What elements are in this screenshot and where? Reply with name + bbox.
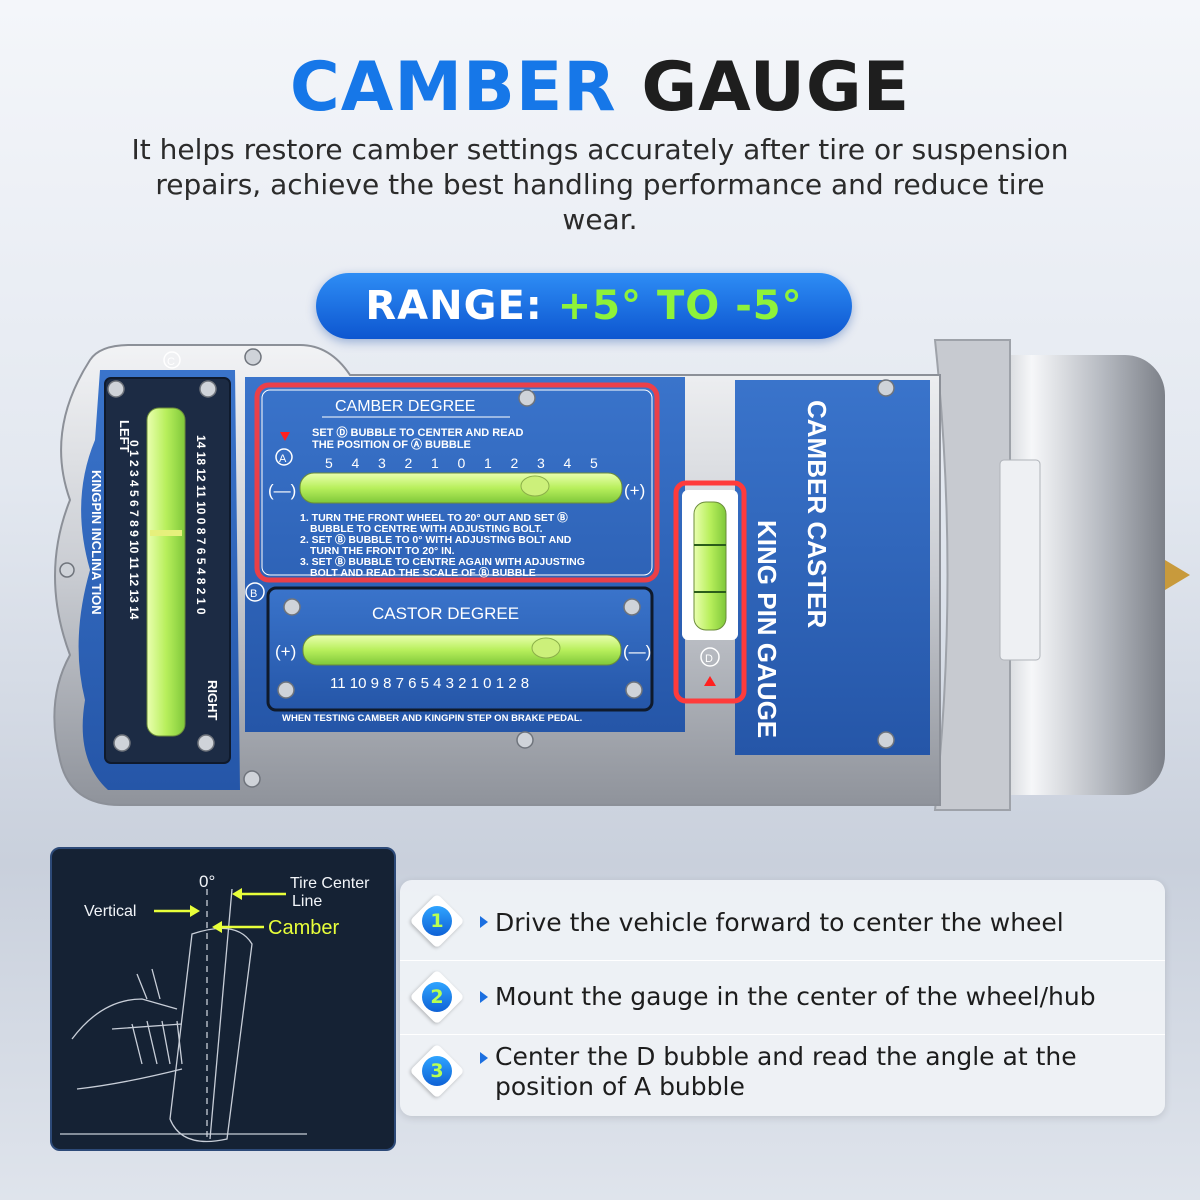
castor-bubble bbox=[531, 637, 561, 659]
camber-instr-1: SET Ⓓ BUBBLE TO CENTER AND READ bbox=[312, 425, 524, 439]
castor-minus: (+) bbox=[275, 642, 296, 661]
camber-step-3b: BOLT AND READ THE SCALE OF Ⓑ BUBBLE bbox=[310, 566, 536, 579]
step-number-badge: 2 bbox=[409, 969, 465, 1025]
kingpin-scale-right: 14 18 12 11 10 0 8 7 6 5 4 8 2 1 0 bbox=[194, 435, 208, 615]
right-label: RIGHT bbox=[205, 680, 220, 721]
steps-list: 1 Drive the vehicle forward to center th… bbox=[400, 880, 1165, 1116]
camber-label: Camber bbox=[268, 917, 339, 939]
camber-step-2a: 2. SET Ⓑ BUBBLE TO 0° WITH ADJUSTING BOL… bbox=[300, 533, 572, 546]
camber-scale: 5 4 3 2 1 0 1 2 3 4 5 bbox=[325, 455, 598, 471]
step-1: 1 Drive the vehicle forward to center th… bbox=[400, 880, 1165, 958]
arrow-icon bbox=[480, 916, 488, 928]
arrow-icon bbox=[480, 1052, 488, 1064]
kingpin-label: KINGPIN INCLINA TION bbox=[89, 470, 104, 615]
step-number-badge: 1 bbox=[409, 893, 465, 949]
step-text: Mount the gauge in the center of the whe… bbox=[495, 982, 1096, 1011]
camber-bubble bbox=[520, 475, 550, 497]
badge-a: A bbox=[279, 453, 287, 465]
side-text-2: KING PIN GAUGE bbox=[752, 520, 782, 738]
tire-center-label-2: Line bbox=[292, 893, 322, 910]
vertical-label: Vertical bbox=[84, 903, 136, 920]
camber-title: CAMBER DEGREE bbox=[335, 398, 475, 415]
cup-rim bbox=[933, 339, 1011, 811]
camber-vial bbox=[299, 472, 623, 504]
d-vial bbox=[693, 501, 727, 631]
step-3: 3 Center the D bubble and read the angle… bbox=[400, 1036, 1165, 1116]
camber-scale-tick: 1 bbox=[431, 455, 439, 471]
kingpin-vial bbox=[146, 407, 186, 737]
castor-plus: (—) bbox=[623, 642, 651, 661]
range-value: +5° TO -5° bbox=[557, 283, 803, 329]
camber-scale-tick: 2 bbox=[511, 455, 519, 471]
camber-scale-tick: 1 bbox=[484, 455, 492, 471]
camber-scale-tick: 5 bbox=[325, 455, 333, 471]
tire-center-label-1: Tire Center bbox=[290, 875, 370, 892]
camber-step-3a: 3. SET Ⓑ BUBBLE TO CENTRE AGAIN WITH ADJ… bbox=[300, 555, 585, 568]
cup-face bbox=[999, 459, 1041, 661]
step-text: Drive the vehicle forward to center the … bbox=[495, 908, 1064, 937]
castor-title: CASTOR DEGREE bbox=[372, 604, 519, 623]
title-accent: CAMBER bbox=[289, 48, 617, 127]
camber-scale-tick: 3 bbox=[537, 455, 545, 471]
screws bbox=[59, 348, 895, 788]
zero-label: 0° bbox=[199, 872, 215, 891]
bottom-note: WHEN TESTING CAMBER AND KINGPIN STEP ON … bbox=[282, 713, 582, 724]
camber-scale-tick: 3 bbox=[378, 455, 386, 471]
kingpin-scale-left: 0 1 2 3 4 5 6 7 8 9 10 11 12 13 14 bbox=[127, 440, 141, 620]
tire-outline bbox=[169, 927, 253, 1143]
camber-step-1a: 1. TURN THE FRONT WHEEL TO 20° OUT AND S… bbox=[300, 511, 568, 524]
camber-scale-tick: 5 bbox=[590, 455, 598, 471]
camber-scale-tick: 4 bbox=[352, 455, 360, 471]
camber-step-1b: BUBBLE TO CENTRE WITH ADJUSTING BOLT. bbox=[310, 523, 543, 535]
camber-minus: (—) bbox=[268, 481, 296, 500]
range-label: RANGE: bbox=[365, 283, 543, 329]
badge-c: C bbox=[167, 356, 175, 368]
step-2: 2 Mount the gauge in the center of the w… bbox=[400, 962, 1165, 1032]
arrow-icon bbox=[480, 991, 488, 1003]
subtitle: It helps restore camber settings accurat… bbox=[131, 133, 1069, 236]
camber-plus: (+) bbox=[624, 481, 645, 500]
title-rest: GAUGE bbox=[641, 48, 911, 127]
page-title: CAMBER GAUGE bbox=[0, 48, 1200, 127]
camber-highlight bbox=[254, 382, 660, 583]
camber-step-2b: TURN THE FRONT TO 20° IN. bbox=[310, 545, 455, 557]
castor-vial bbox=[302, 634, 622, 666]
suspension bbox=[71, 968, 183, 1090]
pin-tip bbox=[1165, 560, 1190, 590]
step-number-badge: 3 bbox=[409, 1043, 465, 1099]
left-label: LEFT bbox=[117, 420, 132, 453]
camber-scale-tick: 2 bbox=[405, 455, 413, 471]
right-plate bbox=[735, 380, 930, 755]
kingpin-bubble bbox=[150, 530, 182, 536]
camber-diagram: 0° Vertical Tire Center Line Camber bbox=[50, 847, 396, 1151]
badge-b: B bbox=[250, 588, 257, 600]
castor-scale: 11 10 9 8 7 6 5 4 3 2 1 0 1 2 8 bbox=[330, 675, 529, 692]
step-text: Center the D bubble and read the angle a… bbox=[495, 1042, 1077, 1101]
side-text-1: CAMBER CASTER bbox=[802, 400, 832, 628]
d-vial-highlight bbox=[673, 480, 747, 704]
camber-scale-tick: 4 bbox=[564, 455, 572, 471]
badge-d: D bbox=[705, 653, 713, 665]
tire-center-line bbox=[209, 888, 233, 1140]
camber-instr-2: THE POSITION OF Ⓐ BUBBLE bbox=[312, 437, 471, 451]
camber-scale-tick: 0 bbox=[458, 455, 466, 471]
range-badge: RANGE: +5° TO -5° bbox=[316, 273, 852, 339]
